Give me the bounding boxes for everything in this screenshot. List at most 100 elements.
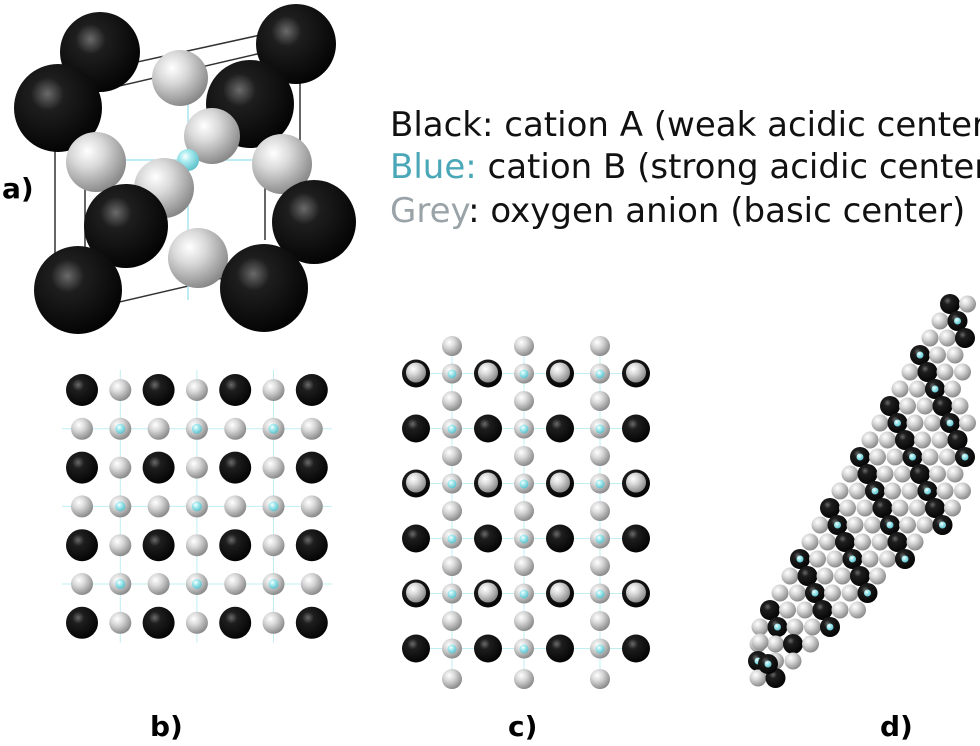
oxygen-atom (831, 482, 849, 500)
oxygen-atom (109, 379, 132, 401)
cation-b-atom (191, 579, 202, 589)
cation-a-atom (66, 529, 98, 562)
oxygen-atom (185, 456, 208, 479)
legend-black-text: : cation A (weak acidic center) (482, 105, 980, 145)
oxygen-atom (262, 611, 285, 634)
oxygen-atom (931, 312, 949, 330)
oxygen-atom (442, 336, 462, 356)
oxygen-atom (841, 465, 859, 483)
cation-b-atom (849, 555, 856, 563)
oxygen-atom (909, 499, 926, 517)
cation-a-atom (546, 524, 574, 553)
oxygen-atom (590, 611, 610, 631)
cation-b-atom (894, 419, 901, 427)
oxygen-atom (876, 465, 894, 483)
cation-a-atom (622, 414, 650, 443)
cation-b-atom (519, 369, 529, 379)
oxygen-atom (406, 472, 426, 493)
oxygen-atom (514, 391, 534, 411)
legend-black-line: Black: cation A (weak acidic center) (390, 105, 980, 145)
panel-d-lattice (748, 294, 976, 688)
oxygen-atom (879, 550, 896, 568)
oxygen-atom (626, 362, 646, 383)
cation-a-atom (219, 606, 252, 639)
oxygen-atom (71, 495, 93, 518)
cation-a-atom (402, 414, 430, 443)
cation-b-atom (886, 521, 894, 529)
cation-a-atom (887, 532, 908, 552)
oxygen-atom (626, 472, 646, 493)
oxygen-atom (946, 346, 964, 364)
oxygen-atom (879, 431, 896, 449)
oxygen-atom (886, 448, 904, 466)
oxygen-atom (831, 601, 849, 619)
cation-a-atom (402, 524, 430, 553)
legend-grey-line: Grey: oxygen anion (basic center) (390, 191, 965, 231)
oxygen-atom (406, 362, 426, 383)
cation-b-atom (774, 623, 781, 631)
oxygen-atom (871, 414, 889, 432)
legend-blue-line: Blue: cation B (strong acidic center) (390, 147, 980, 187)
cation-a-atom (402, 634, 430, 663)
cation-b-atom (519, 589, 529, 599)
legend: Black: cation A (weak acidic center) Blu… (390, 105, 980, 231)
oxygen-atom (939, 329, 956, 347)
cation-b-atom (447, 479, 457, 489)
cation-a-atom (34, 246, 122, 334)
oxygen-atom (442, 669, 462, 689)
oxygen-atom (514, 669, 534, 689)
oxygen-atom (514, 611, 534, 631)
oxygen-atom (884, 482, 901, 500)
cation-a-atom (546, 414, 574, 443)
cation-b-atom (826, 623, 834, 631)
cation-b-atom (961, 453, 969, 461)
oxygen-atom (109, 534, 132, 557)
oxygen-atom (224, 573, 247, 595)
cation-a-atom (880, 396, 900, 416)
cation-a-atom (917, 362, 938, 382)
oxygen-atom (590, 336, 610, 356)
cation-b-atom (447, 369, 457, 379)
oxygen-atom (781, 567, 799, 585)
oxygen-atom (944, 380, 961, 398)
oxygen-atom (916, 397, 934, 415)
oxygen-atom (819, 533, 836, 551)
oxygen-atom (901, 363, 919, 381)
cation-b-atom (939, 521, 946, 529)
oxygen-atom (854, 533, 871, 551)
cation-b-atom (115, 501, 126, 512)
cation-a-atom (295, 529, 328, 562)
cation-a-atom (812, 600, 833, 620)
oxygen-atom (590, 556, 610, 576)
oxygen-atom (939, 448, 956, 466)
oxygen-atom (406, 582, 426, 603)
oxygen-atom (811, 516, 829, 534)
oxygen-atom (550, 582, 570, 603)
oxygen-atom (442, 446, 462, 466)
oxygen-atom (864, 516, 881, 534)
oxygen-atom (891, 380, 909, 398)
oxygen-atom (786, 618, 804, 636)
cation-b-atom (447, 534, 457, 544)
cation-a-atom (474, 634, 502, 663)
cation-a-atom (142, 606, 175, 639)
oxygen-atom (590, 669, 610, 689)
cation-b-atom (864, 589, 871, 597)
oxygen-atom (849, 482, 866, 500)
oxygen-atom (751, 633, 769, 651)
oxygen-atom (262, 379, 285, 401)
oxygen-atom (869, 567, 886, 585)
cation-a-atom (895, 430, 915, 450)
cation-b-atom (519, 479, 529, 489)
cation-a-atom (872, 498, 893, 518)
oxygen-atom (184, 108, 240, 164)
oxygen-atom (590, 446, 610, 466)
cation-b-atom (595, 589, 605, 599)
oxygen-atom (826, 550, 844, 568)
cation-a-atom (14, 64, 102, 152)
cation-b-atom (834, 521, 841, 529)
oxygen-atom (899, 397, 916, 415)
oxygen-atom (626, 582, 646, 603)
oxygen-atom (442, 611, 462, 631)
cation-a-atom (797, 566, 818, 586)
